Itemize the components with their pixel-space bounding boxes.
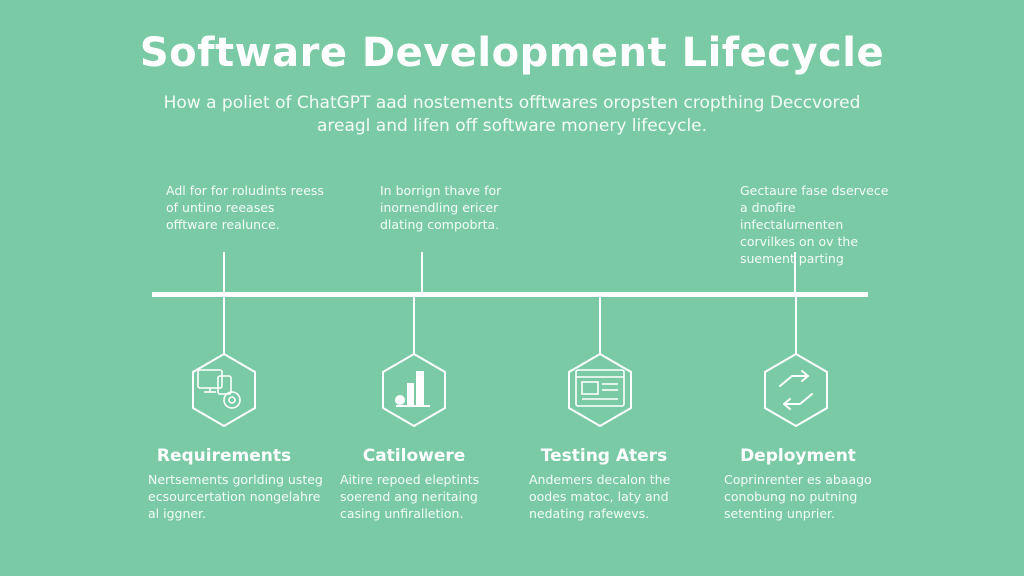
timeline-line bbox=[152, 292, 868, 297]
computer-icon bbox=[197, 369, 241, 409]
document-window-icon bbox=[575, 369, 625, 407]
stage-title-deployment: Deployment bbox=[740, 446, 856, 466]
page-title: Software Development Lifecycle bbox=[139, 30, 885, 76]
stage-desc-testing: Andemers decalon the oodes matoc, laty a… bbox=[529, 472, 671, 521]
stage-desc-requirements: Nertsements gorlding usteg ecsourcertati… bbox=[148, 472, 323, 521]
stage-desc-deployment: Coprinrenter es abaago conobung no putni… bbox=[724, 472, 872, 521]
stage-hexagon-2 bbox=[382, 352, 446, 428]
stage-title-catilowere: Catilowere bbox=[362, 446, 466, 466]
cycle-arrows-icon bbox=[779, 370, 813, 410]
upper-note-2: In borrign thave for inornendling ericer… bbox=[380, 183, 502, 232]
upper-note-3: Gectaure fase dservece a dnofire infecta… bbox=[740, 183, 889, 266]
page-subtitle: How a poliet of ChatGPT aad nostements o… bbox=[163, 93, 861, 136]
stage-desc-catilowere: Aitire repoed eleptints soerend ang neri… bbox=[340, 472, 480, 521]
bar-chart-icon bbox=[395, 371, 430, 407]
stage-title-requirements: Requirements bbox=[156, 446, 292, 466]
stage-hexagon-3 bbox=[568, 352, 632, 428]
upper-note-1: Adl for for roludints reess of untino re… bbox=[166, 183, 324, 232]
stage-title-testing: Testing Aters bbox=[540, 446, 668, 466]
stage-hexagon-4 bbox=[764, 352, 828, 428]
stage-hexagon-1 bbox=[192, 352, 256, 428]
